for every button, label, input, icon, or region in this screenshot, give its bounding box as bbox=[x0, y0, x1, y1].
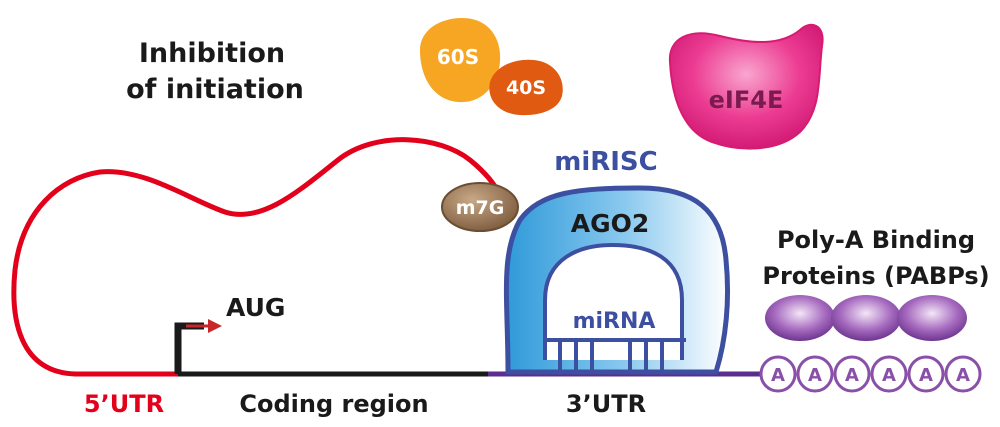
eif4e-label: eIF4E bbox=[709, 86, 784, 114]
pabp-label-line2: Proteins (PABPs) bbox=[762, 262, 989, 290]
m7g-cap bbox=[441, 182, 519, 232]
poly-a-letter: A bbox=[771, 365, 785, 386]
mirisc-label: miRISC bbox=[554, 147, 658, 177]
ribosome-40s bbox=[489, 59, 563, 116]
poly-a-tail: A A A A A A bbox=[759, 355, 982, 393]
pabp-protein bbox=[897, 295, 967, 341]
aug-start-marker bbox=[174, 322, 204, 374]
poly-a-letter: A bbox=[919, 365, 933, 386]
mirna-label: miRNA bbox=[573, 309, 656, 334]
poly-a-letter: A bbox=[882, 365, 896, 386]
ribosome-60s-label: 60S bbox=[437, 45, 479, 69]
inhibition-label-line2: of initiation bbox=[126, 74, 304, 105]
ago2-inner-arch bbox=[543, 242, 684, 360]
poly-a-bead bbox=[833, 355, 871, 393]
coding-region-label: Coding region bbox=[239, 390, 428, 418]
utr5-strand bbox=[11, 137, 501, 377]
poly-a-letter: A bbox=[956, 365, 970, 386]
poly-a-bead bbox=[796, 355, 834, 393]
poly-a-bead bbox=[944, 355, 982, 393]
poly-a-bead bbox=[907, 355, 945, 393]
ribosome-40s-label: 40S bbox=[506, 77, 546, 99]
poly-a-bead bbox=[759, 355, 797, 393]
inhibition-label-line1: Inhibition bbox=[139, 38, 285, 69]
poly-a-letter: A bbox=[808, 365, 822, 386]
pabp-group bbox=[765, 295, 967, 341]
utr3-label: 3’UTR bbox=[566, 390, 646, 418]
m7g-label: m7G bbox=[456, 197, 505, 219]
poly-a-letter: A bbox=[845, 365, 859, 386]
aug-arrow-icon bbox=[208, 319, 222, 333]
eif4e-protein bbox=[668, 23, 824, 150]
pabp-label-line1: Poly-A Binding bbox=[777, 226, 975, 254]
ago2-label: AGO2 bbox=[571, 209, 650, 238]
pabp-protein bbox=[831, 295, 901, 341]
ribosome-60s bbox=[420, 18, 501, 103]
poly-a-bead bbox=[870, 355, 908, 393]
mirna-base-pairs bbox=[558, 340, 664, 372]
utr5-label: 5’UTR bbox=[84, 390, 164, 418]
aug-label: AUG bbox=[226, 293, 285, 322]
pabp-protein bbox=[765, 295, 835, 341]
